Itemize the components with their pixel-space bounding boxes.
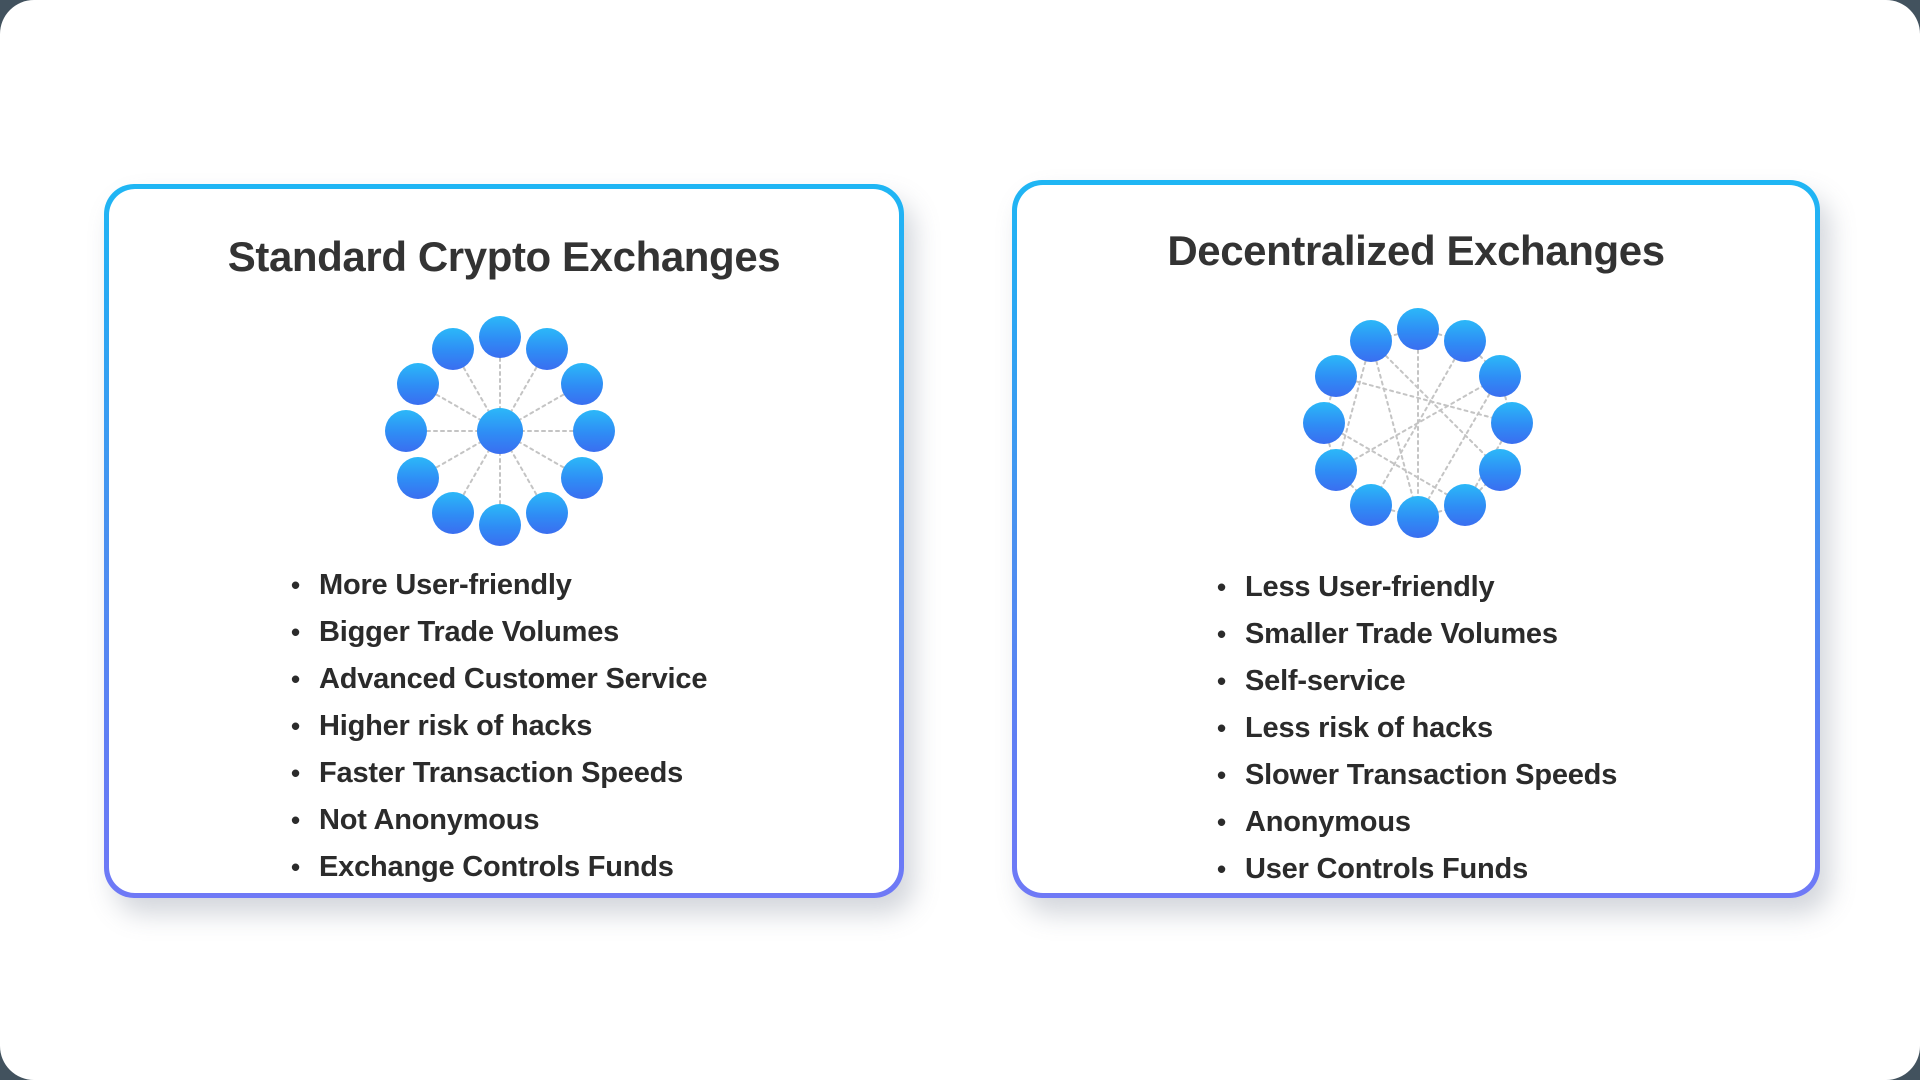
bullet-icon: • [291,758,300,788]
bullet-icon: • [1217,807,1226,837]
card-dex-title: Decentralized Exchanges [1167,227,1665,274]
list-item: • Anonymous [1217,808,1617,837]
list-item: • Self-service [1217,667,1617,696]
mesh-edges [1323,328,1513,518]
card-dex-inner: Decentralized Exchanges [1017,185,1815,893]
list-item: • Smaller Trade Volumes [1217,620,1617,649]
list-item-label: Exchange Controls Funds [319,851,674,883]
list-item-label: Advanced Customer Service [319,663,708,695]
centralized-star-network-diagram [384,315,616,547]
list-item: • Higher risk of hacks [291,712,707,741]
list-item: • Not Anonymous [291,806,707,835]
list-item-label: Less User-friendly [1245,571,1495,603]
bullet-icon: • [291,664,300,694]
bullet-icon: • [1217,854,1226,884]
bullet-icon: • [291,852,300,882]
list-item: • More User-friendly [291,571,707,600]
card-standard-crypto-exchanges: Standard Crypto Exchanges [104,184,904,898]
standard-feature-list: • More User-friendly • Bigger Trade Volu… [291,571,707,882]
list-item-label: Smaller Trade Volumes [1245,618,1558,650]
list-item-label: Slower Transaction Speeds [1245,759,1618,791]
mesh-nodes [1303,308,1533,538]
list-item-label: Faster Transaction Speeds [319,757,684,789]
bullet-icon: • [1217,760,1226,790]
bullet-icon: • [1217,619,1226,649]
list-item-label: User Controls Funds [1245,853,1528,885]
star-center-hub-node [477,408,523,454]
list-item: • Slower Transaction Speeds [1217,761,1617,790]
bullet-icon: • [291,617,300,647]
bullet-icon: • [291,570,300,600]
list-item-label: Bigger Trade Volumes [319,616,620,648]
bullet-icon: • [291,711,300,741]
list-item-label: Higher risk of hacks [319,710,593,742]
bullet-icon: • [1217,666,1226,696]
list-item-label: Self-service [1245,665,1406,697]
list-item-label: More User-friendly [319,569,572,601]
card-decentralized-exchanges: Decentralized Exchanges [1012,180,1820,898]
decentralized-mesh-network-diagram [1302,307,1534,539]
list-item: • Less risk of hacks [1217,714,1617,743]
bullet-icon: • [1217,572,1226,602]
list-item: • Advanced Customer Service [291,665,707,694]
dex-feature-list: • Less User-friendly • Smaller Trade Vol… [1217,573,1617,884]
list-item: • Less User-friendly [1217,573,1617,602]
list-item-label: Anonymous [1245,806,1411,838]
bullet-icon: • [291,805,300,835]
list-item-label: Less risk of hacks [1245,712,1493,744]
list-item: • Faster Transaction Speeds [291,759,707,788]
star-outer-nodes [385,316,615,546]
card-standard-inner: Standard Crypto Exchanges [109,189,899,893]
list-item: • Exchange Controls Funds [291,853,707,882]
list-item: • Bigger Trade Volumes [291,618,707,647]
list-item: • User Controls Funds [1217,855,1617,884]
list-item-label: Not Anonymous [319,804,540,836]
card-standard-title: Standard Crypto Exchanges [227,233,781,280]
bullet-icon: • [1217,713,1226,743]
